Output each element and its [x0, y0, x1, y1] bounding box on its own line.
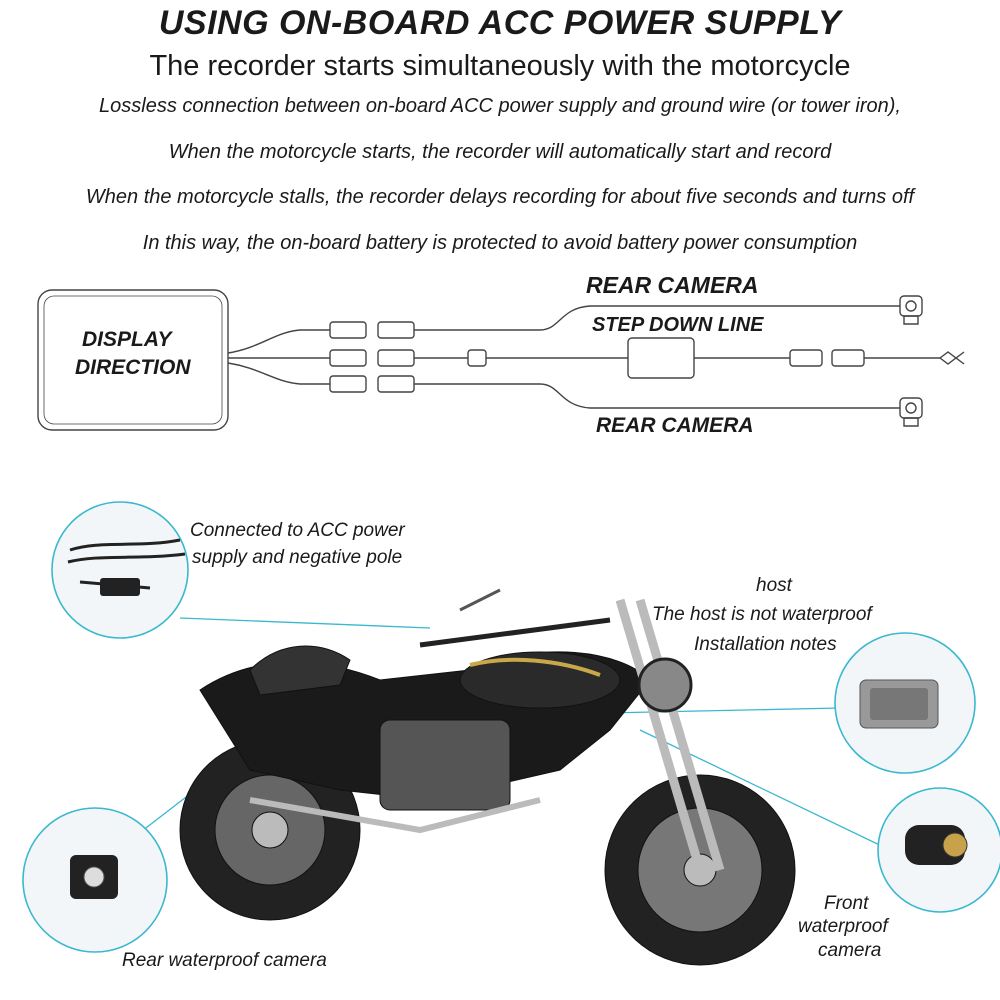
callout-line-acc: [179, 617, 431, 629]
callout-host-3: Installation notes: [694, 634, 837, 655]
rear-camera-label-top: REAR CAMERA: [586, 272, 759, 298]
step-down-box: [627, 337, 695, 379]
display-label-2: DIRECTION: [75, 356, 191, 379]
cable-top: [227, 329, 330, 354]
description-line-3: When the motorcycle stalls, the recorder…: [85, 186, 915, 208]
description-line-2: When the motorcycle starts, the recorder…: [168, 141, 832, 163]
connector-bottom: [329, 375, 415, 393]
wiring-diagram: [37, 289, 965, 431]
callout-rear-camera: Rear waterproof camera: [122, 950, 327, 971]
motorcycle: [179, 588, 796, 966]
display-unit-outline: [37, 289, 229, 431]
connector-top: [329, 321, 415, 339]
acc-fuse-module: [100, 578, 140, 596]
display-label-1: DISPLAY: [82, 328, 172, 351]
callout-front-3: camera: [818, 940, 882, 961]
rear-camera-top-icon: [899, 295, 923, 325]
acc-wire-magnifier: [51, 501, 189, 639]
connector-middle: [329, 349, 415, 367]
page-subtitle: The recorder starts simultaneously with …: [149, 50, 851, 82]
callout-host-1: host: [756, 575, 792, 596]
callout-front-1: Front: [824, 893, 869, 914]
step-down-line-label: STEP DOWN LINE: [592, 314, 764, 336]
callout-host-2: The host is not waterproof: [652, 604, 872, 625]
rear-camera-label-bottom: REAR CAMERA: [596, 414, 754, 437]
description-line-4: In this way, the on-board battery is pro…: [142, 232, 858, 254]
cable-bottom: [227, 362, 330, 385]
callout-acc-1: Connected to ACC power: [190, 520, 405, 541]
page-title: USING ON-BOARD ACC POWER SUPPLY: [158, 4, 842, 42]
rear-camera-bottom-icon: [899, 397, 923, 427]
callout-front-2: waterproof: [798, 916, 888, 937]
motorcycle-illustration: [22, 501, 1000, 966]
description-line-1: Lossless connection between on-board ACC…: [99, 95, 901, 117]
callout-acc-2: supply and negative pole: [192, 547, 403, 568]
